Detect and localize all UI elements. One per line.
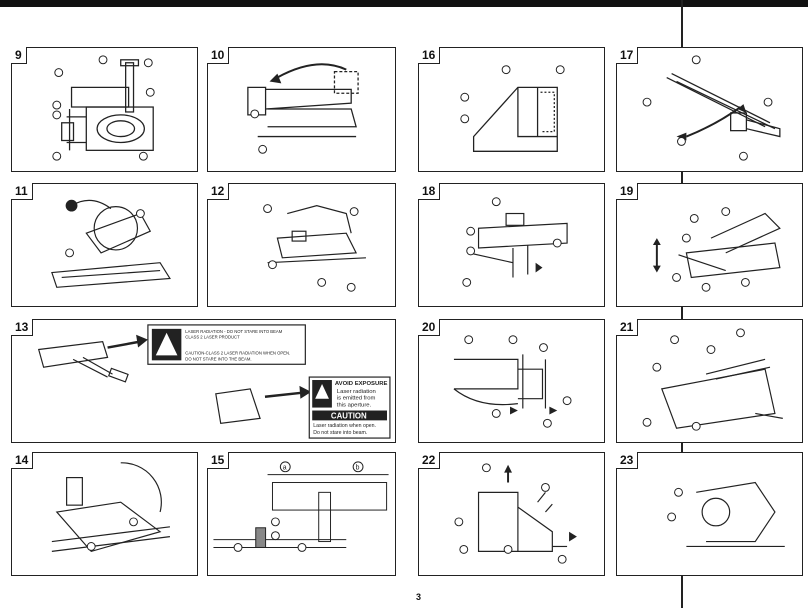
avoid-text-3: this aperture. xyxy=(337,403,372,409)
figure-21: 21 xyxy=(616,319,803,443)
caution-text-2: Do not stare into beam. xyxy=(313,430,367,436)
fence-section-illustration xyxy=(460,65,565,152)
figure-12: 12 xyxy=(207,183,396,307)
figure-number: 14 xyxy=(11,452,34,469)
clamp-illustration xyxy=(52,55,155,161)
figure-17: 17 xyxy=(616,47,803,172)
fence-illustration xyxy=(247,63,359,154)
figure-number: 11 xyxy=(11,183,33,200)
laser-label-line-2: CLASS 2 LASER PRODUCT xyxy=(185,335,240,340)
caution-heading: CAUTION xyxy=(331,411,367,420)
figure-22: 22 xyxy=(418,452,605,576)
laser-label-line-4: DO NOT STARE INTO THE BEAM. xyxy=(185,356,251,361)
bracket-illustration xyxy=(453,335,572,428)
figure-14: 14 xyxy=(11,452,198,576)
figure-number: 18 xyxy=(418,183,441,200)
figure-number: 23 xyxy=(616,452,639,469)
fig15-label-a: a xyxy=(283,465,287,472)
saw-light-illustration xyxy=(51,199,171,288)
saw-rail-illustration xyxy=(642,328,783,431)
figure-16: 16 xyxy=(418,47,605,172)
figure-10: 10 xyxy=(207,47,396,172)
figure-number: 22 xyxy=(418,452,441,469)
figure-number: 16 xyxy=(418,47,441,64)
rail-illustration xyxy=(642,55,781,161)
blade-guard-illustration xyxy=(51,462,171,553)
page-number: 3 xyxy=(416,592,422,602)
fig15-label-b: b xyxy=(356,465,360,472)
figure-number: 17 xyxy=(616,47,639,64)
cross-section-illustration: a b xyxy=(213,461,389,552)
figure-number: 21 xyxy=(616,319,639,336)
figure-number: 19 xyxy=(616,183,639,200)
avoid-exposure-title: AVOID EXPOSURE xyxy=(335,381,388,387)
figure-number: 9 xyxy=(11,47,27,64)
figure-11: 11 xyxy=(11,183,198,307)
top-border-bar xyxy=(0,0,808,7)
handle-illustration xyxy=(652,207,781,292)
figure-18: 18 xyxy=(418,183,605,307)
vise-illustration xyxy=(454,463,577,564)
figure-13: 13 LASER RADIATION - DO NOT STARE INTO B… xyxy=(11,319,396,443)
figure-number: 20 xyxy=(418,319,441,336)
avoid-text-1: Laser radiation xyxy=(337,389,376,395)
motor-housing-illustration xyxy=(667,481,785,548)
figure-23: 23 xyxy=(616,452,803,576)
figure-number: 15 xyxy=(207,452,230,469)
figure-9: 9 xyxy=(11,47,198,172)
figure-19: 19 xyxy=(616,183,803,307)
laser-label-illustration: LASER RADIATION - DO NOT STARE INTO BEAM… xyxy=(37,324,391,439)
avoid-text-2: is emitted from xyxy=(337,396,376,402)
lock-illustration xyxy=(263,204,366,292)
figure-number: 13 xyxy=(11,319,34,336)
figure-number: 10 xyxy=(207,47,230,64)
knob-illustration xyxy=(462,197,568,287)
laser-label-line-3: CAUTION-CLASS 2 LASER RADIATION WHEN OPE… xyxy=(185,350,290,355)
caution-text-1: Laser radiation when open. xyxy=(313,423,376,429)
laser-label-line-1: LASER RADIATION - DO NOT STARE INTO BEAM xyxy=(185,329,282,334)
figure-20: 20 xyxy=(418,319,605,443)
figure-15: 15 a b xyxy=(207,452,396,576)
figure-number: 12 xyxy=(207,183,230,200)
